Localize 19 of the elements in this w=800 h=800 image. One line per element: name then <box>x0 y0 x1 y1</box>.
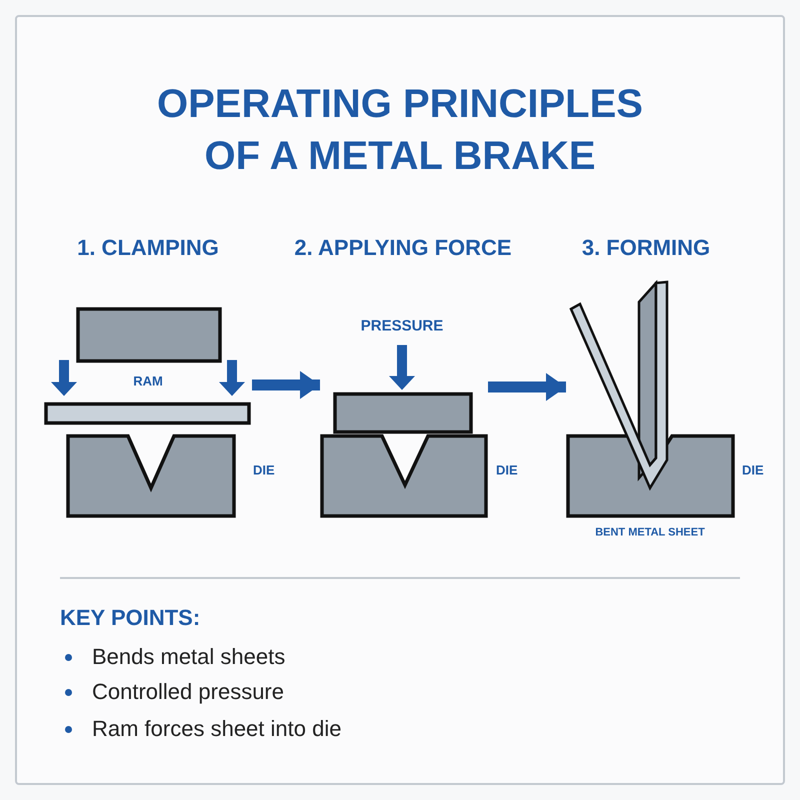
step-heading: 1. CLAMPING <box>77 237 219 259</box>
press-brake-drawing <box>44 305 252 520</box>
part-label: RAM <box>133 374 163 388</box>
part-label: DIE <box>253 464 275 476</box>
arrow <box>488 373 566 401</box>
part-label: DIE <box>496 464 518 476</box>
section-heading: KEY POINTS: <box>60 607 200 629</box>
part-label: BENT METAL SHEET <box>595 528 705 538</box>
step-heading: 3. FORMING <box>582 237 710 259</box>
bullet-text: Bends metal sheets <box>92 646 286 668</box>
step-heading: 2. APPLYING FORCE <box>294 237 512 259</box>
force-label: PRESSURE <box>360 318 444 334</box>
press-brake-drawing <box>320 342 488 520</box>
press-brake-drawing <box>566 280 736 520</box>
title: OPERATING PRINCIPLES OF A METAL BRAKE <box>156 81 644 180</box>
part-label: DIE <box>742 464 764 476</box>
bullet-text: Ram forces sheet into die <box>92 718 342 740</box>
arrow <box>252 371 320 399</box>
bullet-text: Controlled pressure <box>92 681 284 703</box>
